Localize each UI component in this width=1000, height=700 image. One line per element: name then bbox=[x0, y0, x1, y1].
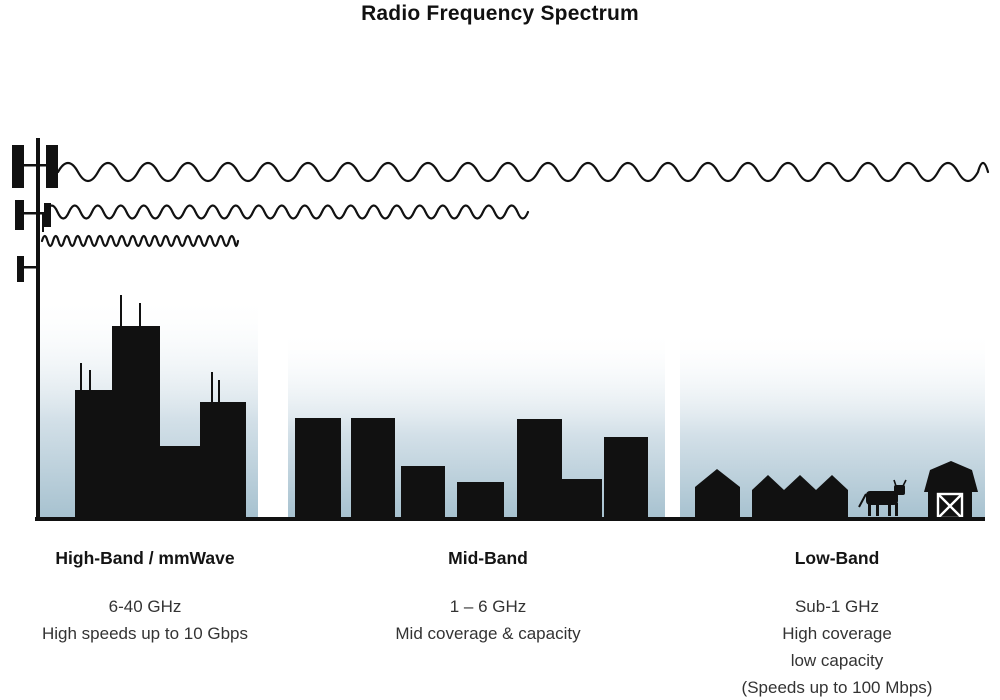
scene-highband-skyscrapers bbox=[75, 295, 246, 520]
building-antenna bbox=[80, 363, 82, 390]
band-label: High-Band / mmWave bbox=[55, 548, 235, 568]
band-description: low capacity bbox=[790, 651, 884, 670]
tower-mast bbox=[36, 138, 40, 520]
band-frequency: 6-40 GHz bbox=[108, 597, 182, 616]
tower-cable bbox=[42, 214, 44, 232]
medium-wavelength-wave-icon bbox=[44, 204, 530, 220]
building-antenna bbox=[139, 303, 141, 326]
ground-line bbox=[35, 517, 985, 521]
house-icon bbox=[816, 475, 848, 520]
tower-antenna-panel bbox=[17, 256, 24, 282]
scene-lowband-rural bbox=[695, 461, 978, 520]
band-caption-lowband: Low-Band Sub-1 GHz High coverage low cap… bbox=[687, 548, 987, 700]
building bbox=[517, 419, 562, 520]
tower-crossbar bbox=[12, 164, 58, 167]
band-description: (Speeds up to 100 Mbps) bbox=[741, 678, 933, 697]
band-frequency: 1 – 6 GHz bbox=[449, 597, 527, 616]
scene-midband-buildings bbox=[295, 418, 648, 520]
building bbox=[351, 418, 395, 520]
building bbox=[75, 390, 112, 520]
building bbox=[604, 437, 648, 520]
cow-icon bbox=[858, 479, 907, 516]
tower-crossbar bbox=[15, 212, 51, 215]
tower-antenna-panel bbox=[15, 200, 24, 230]
building bbox=[112, 326, 160, 520]
band-description: High speeds up to 10 Gbps bbox=[41, 624, 249, 643]
house-icon bbox=[752, 475, 784, 520]
building-antenna bbox=[120, 295, 122, 326]
barn-icon bbox=[924, 461, 978, 520]
building bbox=[160, 446, 200, 520]
band-label: Low-Band bbox=[794, 548, 880, 568]
tower-crossbar bbox=[17, 266, 40, 269]
short-wavelength-wave-icon bbox=[40, 234, 240, 248]
band-description: High coverage bbox=[782, 624, 892, 643]
diagram-title: Radio Frequency Spectrum bbox=[361, 2, 639, 25]
building-antenna bbox=[218, 380, 220, 402]
house-icon bbox=[695, 469, 740, 520]
band-description: Mid coverage & capacity bbox=[395, 624, 581, 643]
building bbox=[401, 466, 445, 520]
building bbox=[562, 479, 602, 520]
band-caption-midband: Mid-Band 1 – 6 GHz Mid coverage & capaci… bbox=[338, 548, 638, 647]
building bbox=[200, 402, 246, 520]
cell-tower-icon bbox=[12, 138, 58, 520]
building-antenna bbox=[211, 372, 213, 402]
band-label: Mid-Band bbox=[448, 548, 528, 568]
building bbox=[457, 482, 504, 520]
band-frequency: Sub-1 GHz bbox=[794, 597, 880, 616]
long-wavelength-wave-icon bbox=[56, 161, 990, 183]
building bbox=[295, 418, 341, 520]
building-antenna bbox=[89, 370, 91, 390]
house-icon bbox=[784, 475, 816, 520]
tower-antenna-panel bbox=[44, 203, 51, 227]
band-caption-highband: High-Band / mmWave 6-40 GHz High speeds … bbox=[0, 548, 290, 647]
